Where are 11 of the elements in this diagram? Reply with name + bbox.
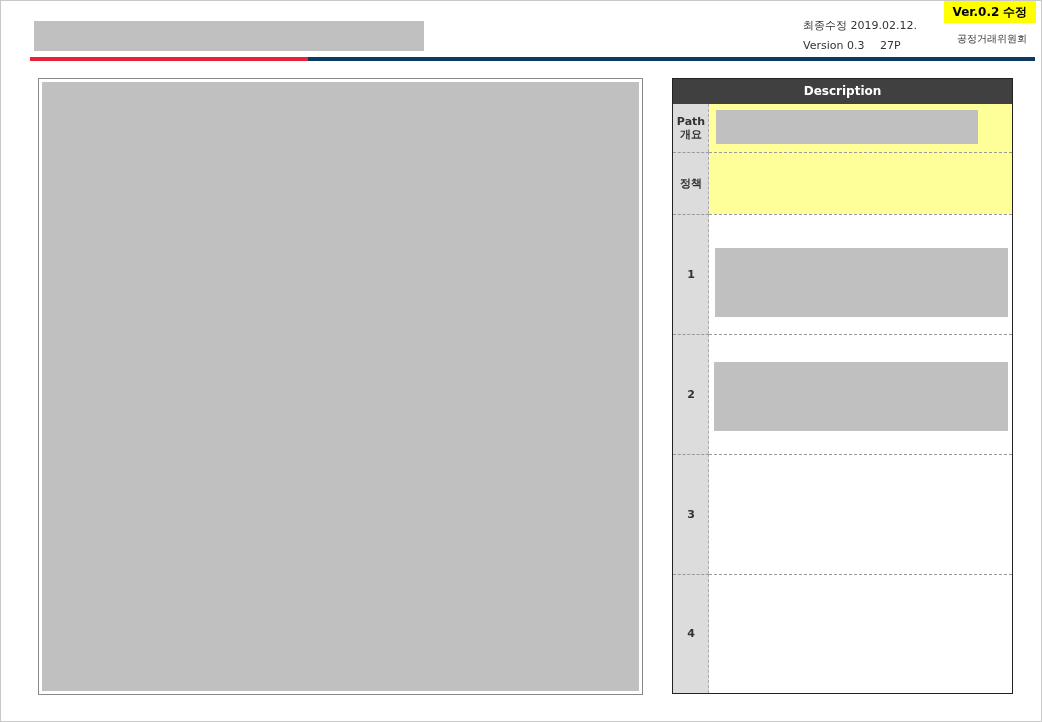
row-label: 3: [687, 507, 695, 521]
table-header: Description: [673, 79, 1012, 104]
organization-name: 공정거래위원회: [957, 32, 1027, 46]
version-text: Version 0.3: [803, 39, 863, 54]
version-badge: Ver.0.2 수정: [944, 1, 1036, 23]
row-label: 4: [687, 627, 695, 640]
row-label: 1: [687, 267, 695, 281]
row-label: Path 개요: [675, 115, 707, 141]
row-label: 정책: [680, 176, 702, 190]
page-number: 27P: [880, 39, 902, 54]
row-label: 2: [687, 387, 695, 401]
